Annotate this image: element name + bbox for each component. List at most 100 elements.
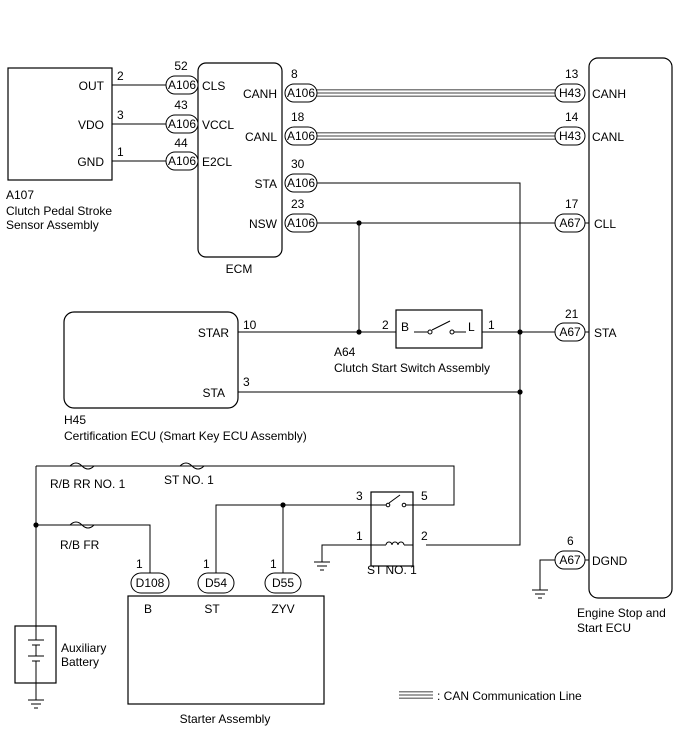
pin-number: 3 (117, 108, 124, 122)
pin-number: 1 (117, 145, 124, 159)
starter-name-label: Starter Assembly (180, 712, 271, 726)
battery-icon (28, 626, 44, 683)
sensor-name-line1: Clutch Pedal Stroke (6, 204, 112, 218)
svg-text:D54: D54 (205, 576, 227, 590)
engine-ecu-pin-cll-label: CLL (594, 217, 616, 231)
svg-text:A67: A67 (559, 216, 581, 230)
pin-number: 3 (243, 375, 250, 389)
connector-a106-sta: A106 (284, 173, 318, 193)
ground-icon (28, 699, 44, 709)
connector-a106-canh: A106 (284, 83, 318, 103)
ecm-pin-sta-label: STA (255, 177, 277, 191)
starter-pin-b-label: B (144, 602, 152, 616)
pin-number: 44 (174, 136, 188, 150)
connector-d108: D108 (130, 572, 170, 594)
svg-text:H43: H43 (559, 129, 581, 143)
pin-number: 18 (291, 110, 305, 124)
pin-number: 2 (382, 318, 389, 332)
connector-a106-cls: A106 (165, 75, 199, 95)
sensor-pin-gnd-label: GND (77, 155, 104, 169)
cert-ecu-pin-sta-label: STA (203, 386, 225, 400)
connector-a106-e2cl: A106 (165, 151, 199, 171)
svg-text:A106: A106 (168, 78, 196, 92)
clutch-switch-term-l-label: L (468, 320, 475, 334)
pin-number: 1 (488, 318, 495, 332)
svg-text:A67: A67 (559, 553, 581, 567)
pin-number: 6 (567, 534, 574, 548)
pin-number: 1 (203, 557, 210, 571)
fuse-icon (179, 462, 205, 470)
clutch-switch-term-b-label: B (401, 320, 409, 334)
svg-text:A106: A106 (287, 129, 315, 143)
relay-contact-icon (371, 494, 413, 508)
pin-number: 14 (565, 110, 579, 124)
pin-number: 30 (291, 157, 305, 171)
svg-text:D108: D108 (136, 576, 165, 590)
engine-ecu-pin-canh-label: CANH (592, 87, 626, 101)
pin-number: 1 (270, 557, 277, 571)
clutch-pedal-sensor-box (7, 67, 113, 181)
pin-number: 3 (356, 489, 363, 503)
connector-a106-canl: A106 (284, 126, 318, 146)
st-relay-box (370, 491, 414, 567)
ecm-pin-canh-label: CANH (243, 87, 277, 101)
ground-icon (314, 561, 330, 571)
cert-ecu-pin-star-label: STAR (198, 326, 229, 340)
ground-icon (532, 589, 548, 599)
connector-a106-nsw: A106 (284, 213, 318, 233)
pin-number: 23 (291, 197, 305, 211)
ecm-pin-canl-label: CANL (245, 130, 277, 144)
connector-d54: D54 (197, 572, 235, 594)
svg-text:A106: A106 (287, 86, 315, 100)
pin-number: 13 (565, 67, 579, 81)
junction-dots (33, 220, 523, 528)
svg-text:D55: D55 (272, 576, 294, 590)
fuse-rr-label: R/B RR NO. 1 (50, 477, 126, 491)
svg-text:H43: H43 (559, 86, 581, 100)
pin-number: 2 (117, 69, 124, 83)
can-legend-label: : CAN Communication Line (437, 689, 582, 703)
pin-number: 1 (356, 529, 363, 543)
starter-pin-zyv-label: ZYV (271, 602, 294, 616)
st-relay-name-label: ST NO. 1 (367, 563, 417, 577)
engine-ecu-pin-dgnd-label: DGND (592, 554, 628, 568)
clutch-switch-code-label: A64 (334, 345, 356, 359)
ecm-pin-cls-label: CLS (202, 79, 225, 93)
svg-text:A106: A106 (287, 216, 315, 230)
sensor-pin-out-label: OUT (79, 79, 105, 93)
switch-contact-icon (414, 320, 466, 335)
engine-ecu-name-line1: Engine Stop and (577, 606, 666, 620)
connector-a106-vccl: A106 (165, 114, 199, 134)
engine-ecu-pin-canl-label: CANL (592, 130, 624, 144)
pin-number: 43 (174, 98, 188, 112)
svg-text:A106: A106 (168, 154, 196, 168)
ecm-pin-nsw-label: NSW (249, 217, 278, 231)
engine-stop-start-ecu-box (588, 57, 673, 599)
sensor-code-label: A107 (6, 188, 34, 202)
engine-ecu-name-line2: Start ECU (577, 621, 631, 635)
cert-ecu-name-label: Certification ECU (Smart Key ECU Assembl… (64, 429, 307, 443)
pin-number: 5 (421, 489, 428, 503)
connector-h43-canh: H43 (554, 83, 586, 103)
ecm-pin-e2cl-label: E2CL (202, 155, 232, 169)
pin-number: 17 (565, 197, 579, 211)
pin-number: 21 (565, 307, 579, 321)
pin-number: 52 (174, 59, 188, 73)
certification-ecu-box (63, 311, 239, 409)
can-legend-icon (399, 691, 433, 699)
connector-a67-sta: A67 (554, 322, 586, 342)
svg-text:A67: A67 (559, 325, 581, 339)
fuse-icon (69, 462, 95, 470)
fuse-icon (69, 521, 95, 529)
battery-name-line2: Battery (61, 655, 99, 669)
clutch-switch-name-label: Clutch Start Switch Assembly (334, 361, 490, 375)
connector-h43-canl: H43 (554, 126, 586, 146)
pin-number: 1 (136, 557, 143, 571)
svg-text:A106: A106 (287, 176, 315, 190)
pin-number: 10 (243, 318, 257, 332)
can-lines (317, 89, 555, 140)
relay-coil-icon (371, 541, 413, 546)
fuse-fr-label: R/B FR (60, 538, 100, 552)
starter-pin-st-label: ST (204, 602, 220, 616)
